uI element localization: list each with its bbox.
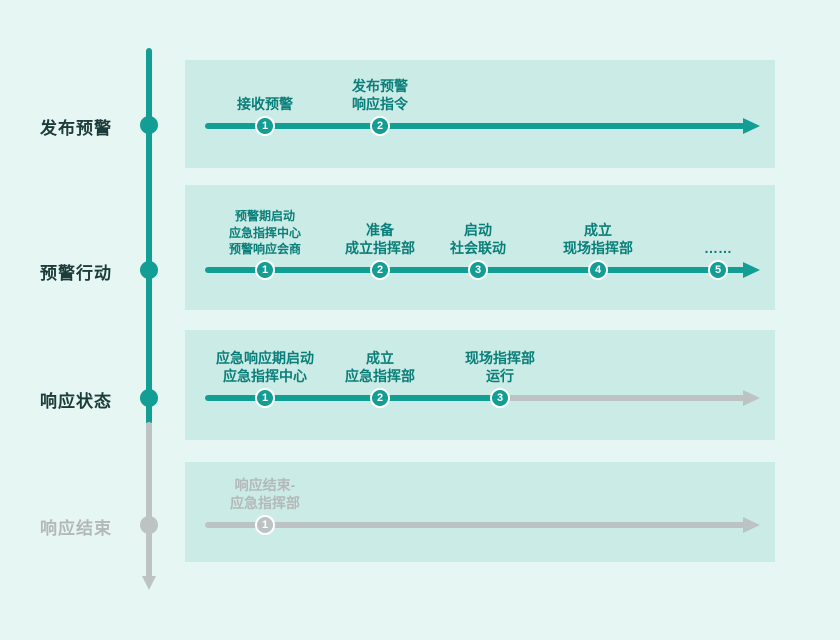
step-label: 成立 应急指挥部	[345, 349, 415, 384]
timeline-line	[205, 123, 745, 129]
step-number: 5	[714, 263, 722, 276]
step-number: 3	[474, 263, 482, 276]
step-label: 预警期启动 应急指挥中心 预警响应会商	[228, 209, 301, 256]
step-number: 2	[376, 263, 384, 276]
phase-dot-response-end	[140, 516, 158, 534]
vertical-timeline-inactive-segment	[146, 422, 152, 578]
phase-label-response-status: 响应状态	[40, 392, 112, 411]
step-number: 1	[261, 391, 269, 404]
down-arrow-icon	[142, 576, 156, 590]
timeline-line-inactive	[205, 522, 745, 528]
phase-dot-warning-action	[140, 261, 158, 279]
vertical-timeline-active-segment	[146, 48, 152, 425]
step-circle: 1	[255, 515, 275, 535]
step-circle: 2	[370, 116, 390, 136]
step-label: 启动 社会联动	[450, 221, 506, 256]
phase-panel-response-status: 应急响应期启动 应急指挥中心 成立 应急指挥部 现场指挥部 运行 1 2 3	[185, 330, 775, 440]
right-arrow-icon	[743, 517, 760, 533]
step-number: 1	[261, 518, 269, 531]
step-label: 发布预警 响应指令	[352, 77, 408, 112]
step-circle: 1	[255, 388, 275, 408]
right-arrow-icon	[743, 390, 760, 406]
phase-label-response-end: 响应结束	[40, 519, 112, 538]
step-label: 现场指挥部 运行	[465, 349, 535, 384]
step-circle: 2	[370, 388, 390, 408]
phase-dot-response-status	[140, 389, 158, 407]
phase-panel-warning-action: 预警期启动 应急指挥中心 预警响应会商 准备 成立指挥部 启动 社会联动 成立 …	[185, 185, 775, 310]
step-circle: 1	[255, 116, 275, 136]
step-number: 1	[261, 119, 269, 132]
timeline-line	[205, 395, 507, 401]
step-label: 成立 现场指挥部	[563, 221, 633, 256]
step-number: 2	[376, 119, 384, 132]
step-circle: 3	[468, 260, 488, 280]
step-number: 2	[376, 391, 384, 404]
step-circle: 5	[708, 260, 728, 280]
step-circle: 3	[490, 388, 510, 408]
step-circle: 2	[370, 260, 390, 280]
timeline-line-inactive	[495, 395, 745, 401]
step-number: 3	[496, 391, 504, 404]
phase-label-warning-action: 预警行动	[40, 264, 112, 283]
step-label: ……	[704, 239, 732, 256]
phase-panel-issue-warning: 接收预警 发布预警 响应指令 1 2	[185, 60, 775, 168]
step-circle: 1	[255, 260, 275, 280]
right-arrow-icon	[743, 118, 760, 134]
step-circle: 4	[588, 260, 608, 280]
phase-dot-issue-warning	[140, 116, 158, 134]
step-label: 响应结束- 应急指挥部	[230, 476, 300, 511]
step-label: 准备 成立指挥部	[345, 221, 415, 256]
step-label: 接收预警	[237, 95, 293, 112]
step-number: 4	[594, 263, 602, 276]
right-arrow-icon	[743, 262, 760, 278]
phase-panel-response-end: 响应结束- 应急指挥部 1	[185, 462, 775, 562]
step-label: 应急响应期启动 应急指挥中心	[216, 349, 314, 384]
phase-label-issue-warning: 发布预警	[40, 119, 112, 138]
step-number: 1	[261, 263, 269, 276]
